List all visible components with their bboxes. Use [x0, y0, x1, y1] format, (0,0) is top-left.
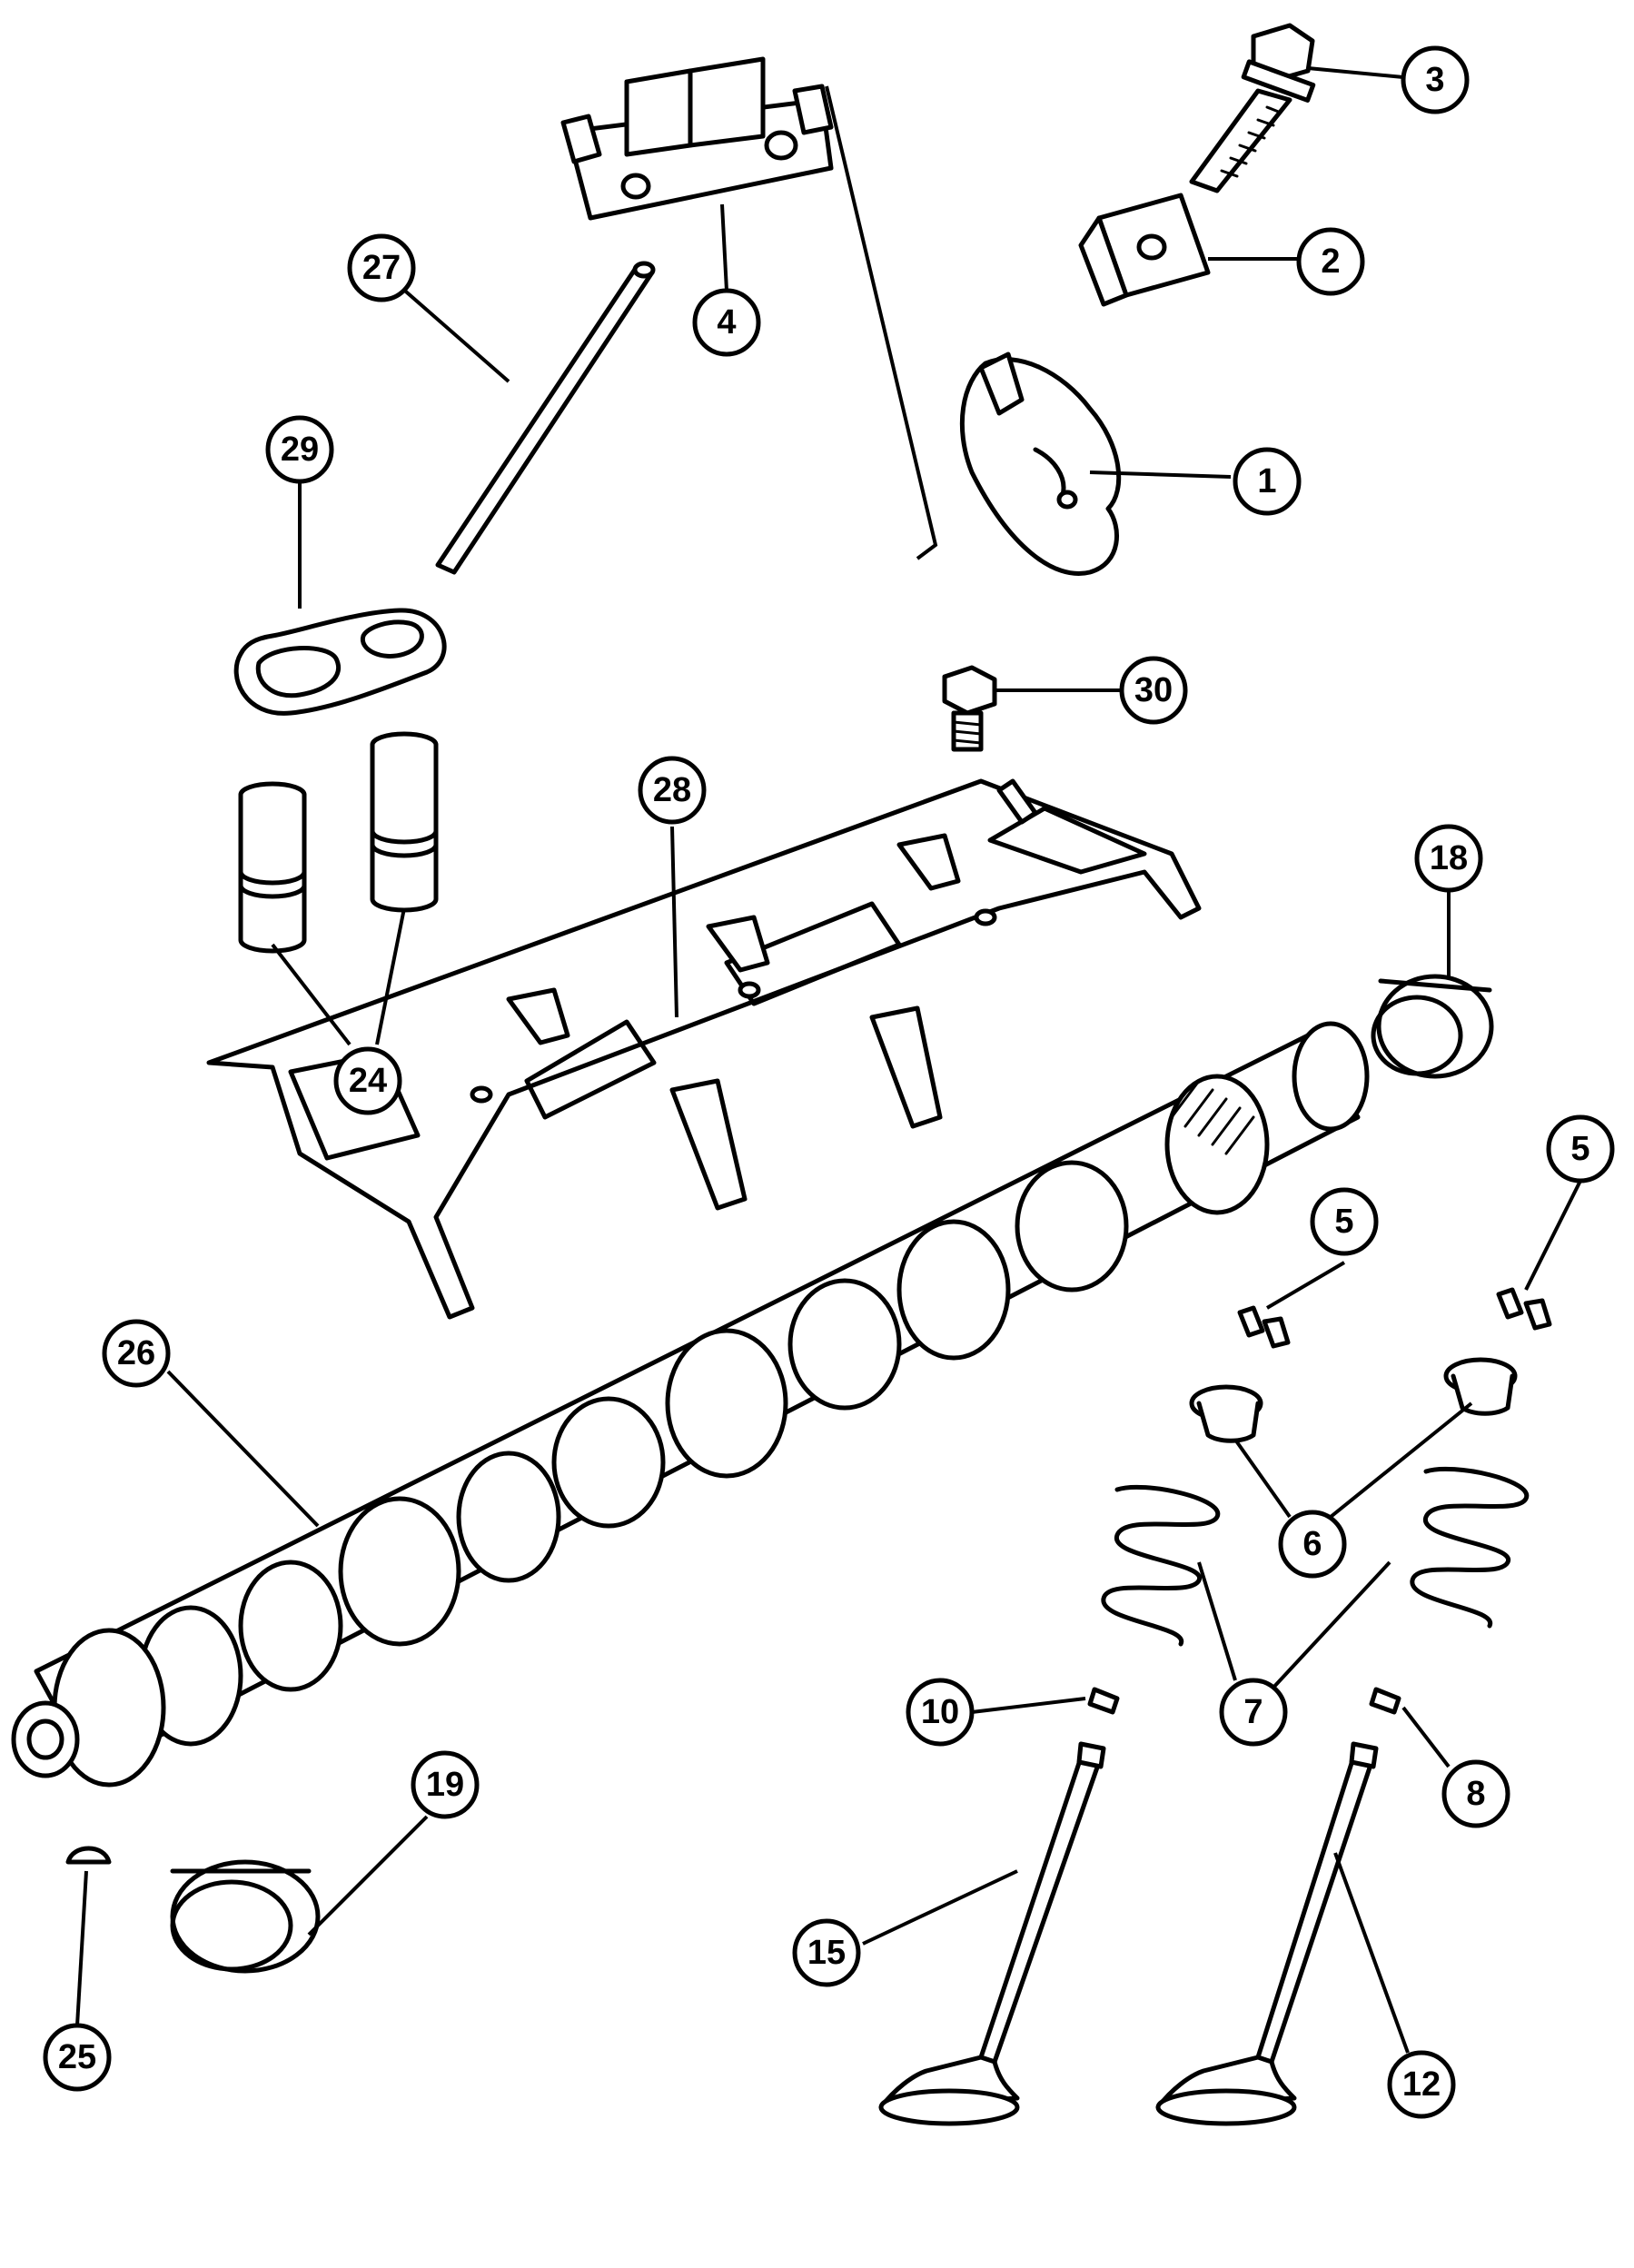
callout-label: 8	[1466, 1775, 1485, 1813]
part-bearing-19	[170, 1859, 321, 1974]
callout-label: 26	[117, 1334, 155, 1372]
callout-18: 18	[1414, 824, 1483, 893]
part-camshaft-26	[11, 1021, 1370, 1788]
callout-8: 8	[1441, 1759, 1510, 1828]
callout-30: 30	[1119, 656, 1188, 725]
callout-2: 2	[1296, 227, 1365, 296]
part-valve-15	[878, 1741, 1106, 2126]
callout-15: 15	[792, 1918, 861, 1987]
callout-29: 29	[265, 415, 334, 484]
callout-label: 30	[1134, 671, 1173, 709]
part-retainers-6	[1189, 1357, 1518, 1443]
callout-label: 3	[1425, 61, 1444, 99]
callout-4: 4	[692, 288, 761, 357]
callout-24: 24	[333, 1046, 402, 1115]
callout-label: 10	[921, 1693, 959, 1731]
part-key-25	[65, 1846, 112, 1865]
part-keys-10-8	[1087, 1687, 1401, 1715]
part-lifters-24	[238, 731, 439, 954]
callout-label: 29	[281, 431, 319, 469]
part-block-2	[1078, 193, 1211, 307]
callout-label: 2	[1321, 243, 1340, 281]
callout-label: 1	[1257, 462, 1276, 500]
part-springs-7	[1101, 1466, 1530, 1647]
callout-5a: 5	[1310, 1187, 1379, 1256]
part-bolt-30	[942, 665, 997, 752]
callout-7: 7	[1219, 1678, 1288, 1747]
callout-label: 19	[426, 1766, 464, 1804]
callout-label: 28	[653, 771, 691, 809]
callout-6: 6	[1278, 1510, 1347, 1579]
callout-3: 3	[1401, 45, 1470, 114]
leader-lines	[75, 66, 1582, 2054]
callout-19: 19	[411, 1750, 480, 1819]
callout-1: 1	[1233, 447, 1302, 516]
part-bolt-3	[1189, 23, 1316, 193]
callout-label: 24	[349, 1062, 387, 1100]
callout-label: 18	[1430, 839, 1468, 877]
callout-label: 6	[1302, 1525, 1322, 1563]
part-pushrod-27	[435, 261, 656, 575]
callout-label: 7	[1243, 1693, 1263, 1731]
part-retainer-plate-29	[233, 608, 447, 716]
callout-label: 5	[1570, 1130, 1589, 1168]
callout-label: 25	[58, 2038, 96, 2076]
callout-label: 12	[1402, 2065, 1441, 2104]
callout-label: 27	[362, 249, 401, 287]
callout-label: 5	[1334, 1203, 1353, 1241]
part-keepers-5	[1237, 1287, 1552, 1349]
callout-26: 26	[102, 1319, 171, 1388]
part-valve-12	[1155, 1741, 1379, 2126]
callout-27: 27	[347, 233, 416, 302]
part-rocker-arm-1	[959, 352, 1122, 576]
callout-label: 15	[807, 1934, 846, 1972]
callout-10: 10	[906, 1678, 975, 1747]
part-bearing-18	[1371, 974, 1494, 1079]
callout-28: 28	[638, 756, 707, 825]
callout-12: 12	[1387, 2050, 1456, 2119]
callout-25: 25	[43, 2023, 112, 2092]
part-yoke-28	[206, 778, 1202, 1320]
callout-label: 4	[717, 303, 736, 342]
part-bracket-4	[560, 56, 834, 221]
callout-5b: 5	[1546, 1114, 1615, 1184]
